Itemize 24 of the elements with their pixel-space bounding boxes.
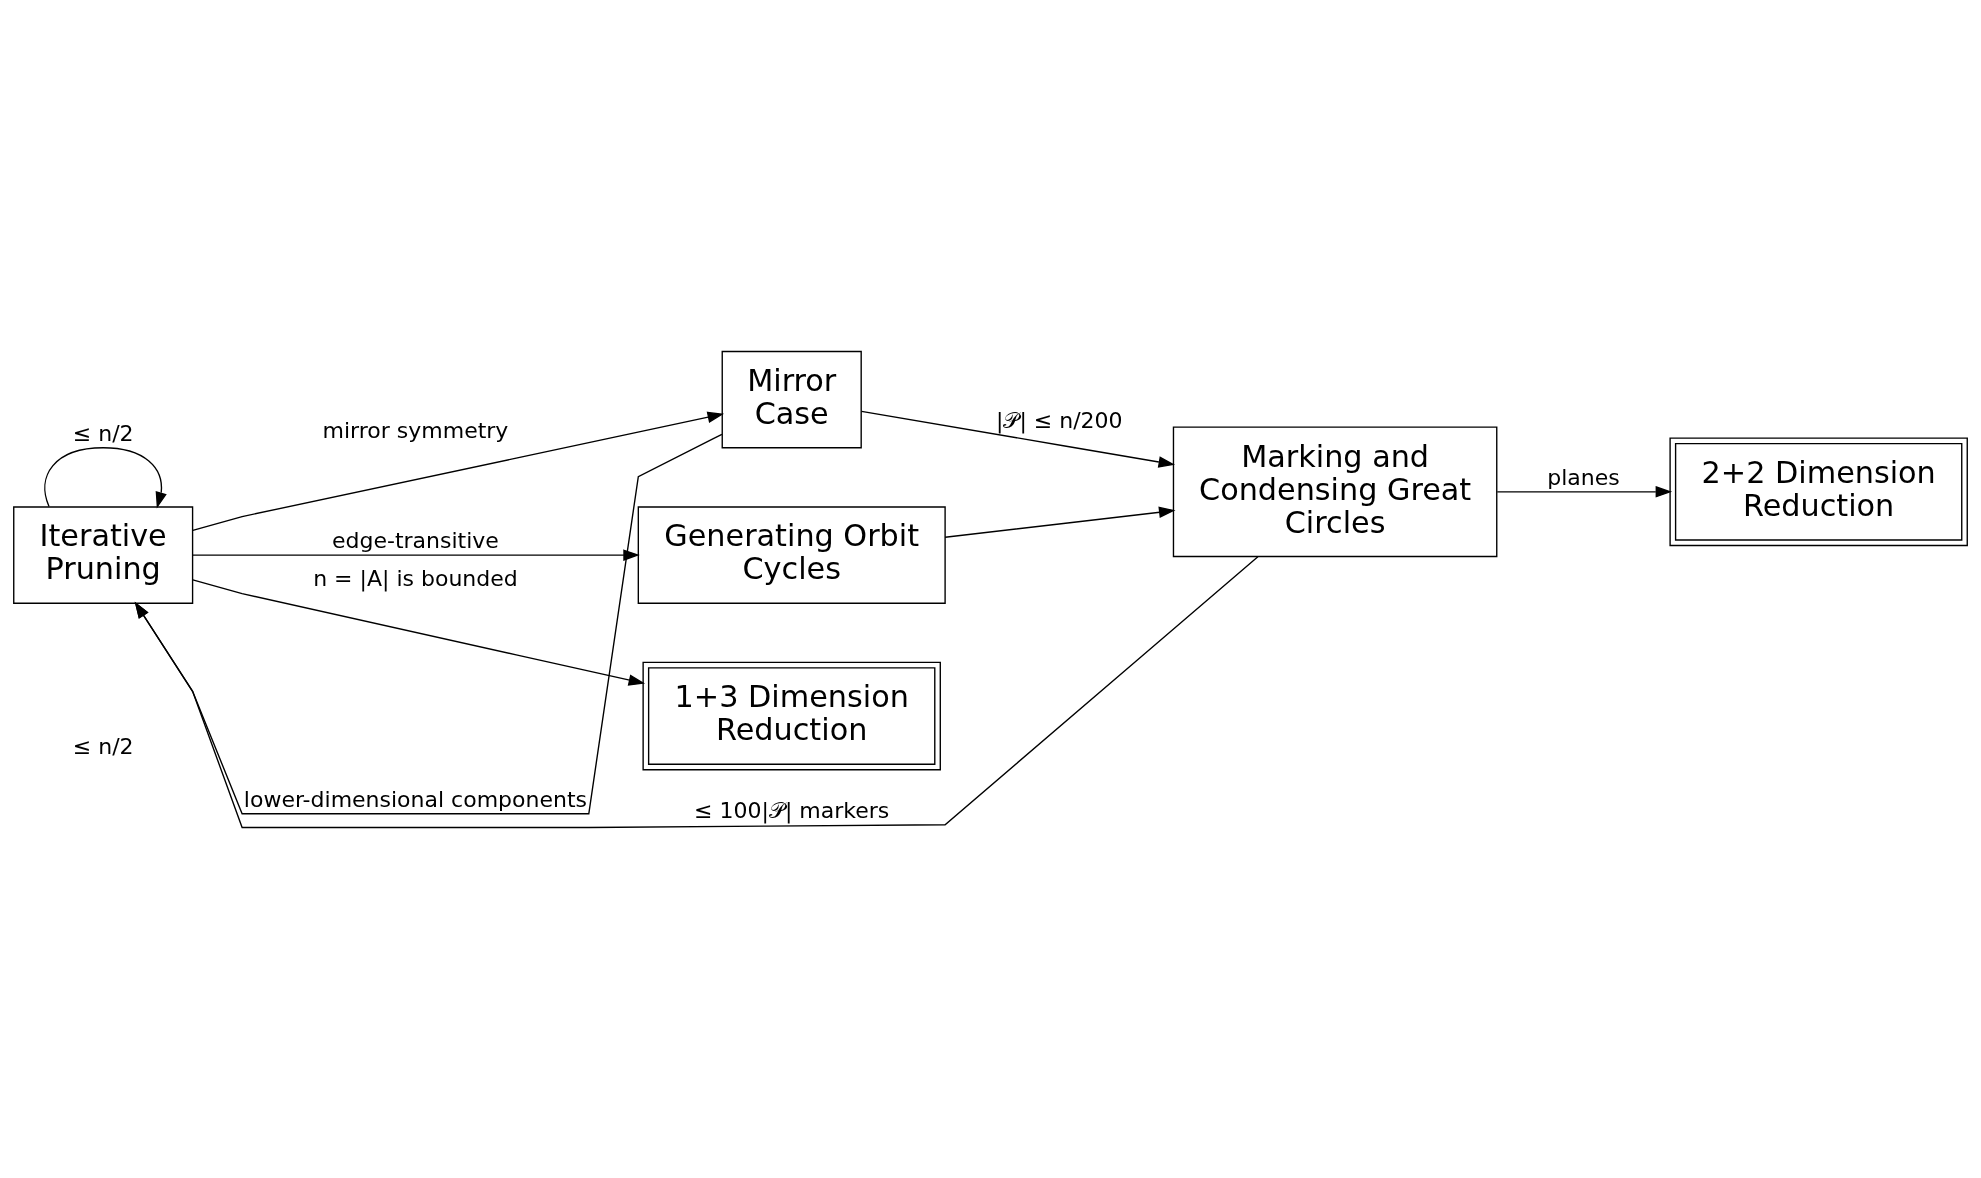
arrow [192, 411, 725, 531]
edge-label: n = |A| is bounded [313, 565, 518, 591]
node-box: 1+3 Dimension Reduction [642, 661, 941, 770]
edge-label: ≤ n/2 [72, 420, 134, 446]
node-box: Generating Orbit Cycles [637, 505, 946, 604]
arrow [134, 555, 1259, 828]
edge-label: edge-transitive [332, 527, 499, 553]
edge-label: lower-dimensional components [243, 786, 588, 812]
arrow [134, 433, 723, 814]
node-box: Marking and Condensing Great Circles [1172, 426, 1498, 557]
node-box: 2+2 Dimension Reduction [1669, 437, 1968, 546]
arrow [44, 446, 167, 509]
label: ≤ n/2 [72, 733, 134, 759]
edge-label: planes [1547, 464, 1620, 490]
arrow [944, 506, 1176, 538]
edge-label: |𝒫| ≤ n/200 [995, 407, 1123, 433]
arrow [860, 410, 1176, 468]
edge-label: mirror symmetry [322, 417, 509, 443]
node-box: Mirror Case [721, 350, 862, 448]
arrow [192, 548, 640, 561]
edge-label: ≤ 100|𝒫| markers [694, 797, 890, 823]
arrow [1496, 485, 1673, 498]
node-box: Iterative Pruning [13, 505, 194, 604]
arrow [192, 578, 646, 686]
